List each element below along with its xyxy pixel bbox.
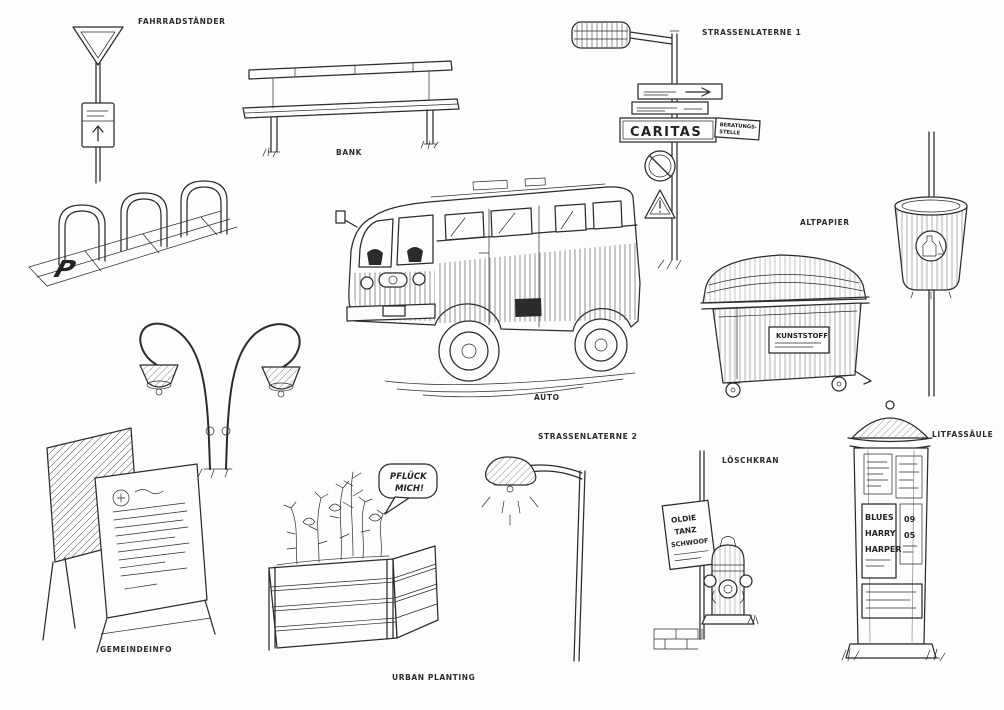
gooseneck-lamps-sketch [139,322,301,478]
caption-van: AUTO [534,393,560,402]
poster-small-2 [895,455,923,499]
street-lamp-1-sketch: CARITAS BERATUNGS- STELLE [571,21,761,270]
caption-bike-rack: FAHRRADSTÄNDER [138,17,226,26]
light-rays [481,496,539,526]
grille [378,272,408,288]
board-front [94,463,208,619]
grass-tufts [841,648,946,662]
easel-legs [96,599,216,653]
arrow-right-icon [685,87,711,97]
caritas-sign-text: CARITAS [630,125,702,140]
wheel-left [725,382,741,398]
rear-wheel [574,318,628,372]
lamp-shade-right [261,366,301,398]
fire-hydrant [701,536,755,625]
caption-bench: BANK [336,148,363,157]
arrow-up-icon [92,125,104,142]
planter-sketch: PFLÜCK MICH! [268,463,439,651]
headlight-left [360,276,374,290]
license-plate [382,305,406,317]
svg-text:BERATUNGS-: BERATUNGS- [719,122,757,131]
column-poster-text-1: BLUES [865,513,894,522]
column-poster-text-3: HARPER [865,545,902,554]
street-lamp-2-sketch [481,456,586,662]
handwritten-lines [112,502,190,590]
caritas-sub-sign: BERATUNGS- STELLE [714,117,761,141]
grass-tufts [262,140,439,158]
bottle-icon [922,235,945,257]
info-boards-sketch [42,427,216,653]
front-wheel [438,320,500,382]
column-base [845,643,937,659]
caption-hydrant: LÖSCHKRAN [722,456,780,465]
advertising-column-sketch: BLUES HARRY HARPER 09 05 [841,400,946,662]
lamp-shade-left [139,364,179,396]
bench-sketch [242,60,460,158]
dome-finial [885,400,895,410]
side-windows [444,200,623,241]
yield-sign-icon [72,26,124,66]
planter-side [392,545,439,639]
lamp-stem-right [225,323,301,470]
caption-dumpster: ALTPAPIER [800,218,850,227]
taped-poster: OLDIE TANZ SCHWOOF [661,499,717,571]
side-sign [515,298,542,317]
hydrant-sketch: OLDIE TANZ SCHWOOF [653,450,759,650]
caritas-sign [619,117,717,143]
poster-small-1 [863,453,893,495]
column-poster-text-2: HARRY [865,529,896,538]
poster-text-1: OLDIE [671,513,697,525]
speech-bubble: PFLÜCK MICH! [378,463,438,515]
lamp-stem-left [139,322,211,470]
litter-bin-sketch [894,131,968,397]
foot-pedal [854,370,872,385]
caption-street-lamp-1: STRASSENLATERNE 1 [702,28,802,37]
poster-dates [899,503,923,565]
wheel-right [831,376,847,392]
caption-advertising-column: LITFASSÄULE [932,430,994,439]
poster-dark [861,583,923,619]
column-poster-text-5: 05 [904,531,916,540]
recycling-emblem [915,230,947,262]
crest-icon [112,489,130,507]
caption-info-board: GEMEINDEINFO [100,645,173,654]
lamp-pole [573,470,586,662]
lamp-pole [671,33,678,261]
lamp-head [571,21,631,49]
mirror [335,210,346,224]
ground-shadow [384,372,636,398]
speech-bubble-text-2: MICH! [395,484,424,494]
van-sketch [335,177,641,398]
dumpster-label [768,326,830,354]
small-sign [81,102,115,148]
poster-text-2: TANZ [674,525,698,537]
speech-bubble-text-1: PFLÜCK [390,471,428,482]
svg-text:STELLE: STELLE [719,129,741,136]
column-poster-text-4: 09 [904,515,916,524]
parking-ground-marking: P [48,256,81,283]
dumpster-sketch: KUNSTSTOFF [700,254,872,398]
grass-tufts [747,614,759,625]
windshield-right [396,214,434,266]
bike-arches [58,180,228,266]
caption-planter: URBAN PLANTING [392,673,476,682]
dumpster-label-text: KUNSTSTOFF [776,332,828,340]
plants [283,471,390,565]
brick-wall [653,628,703,650]
lamp-arm [629,31,673,45]
caption-street-lamp-2: STRASSENLATERNE 2 [538,432,638,441]
bike-rack-sketch: P [28,26,238,287]
headlight-right [412,272,426,286]
